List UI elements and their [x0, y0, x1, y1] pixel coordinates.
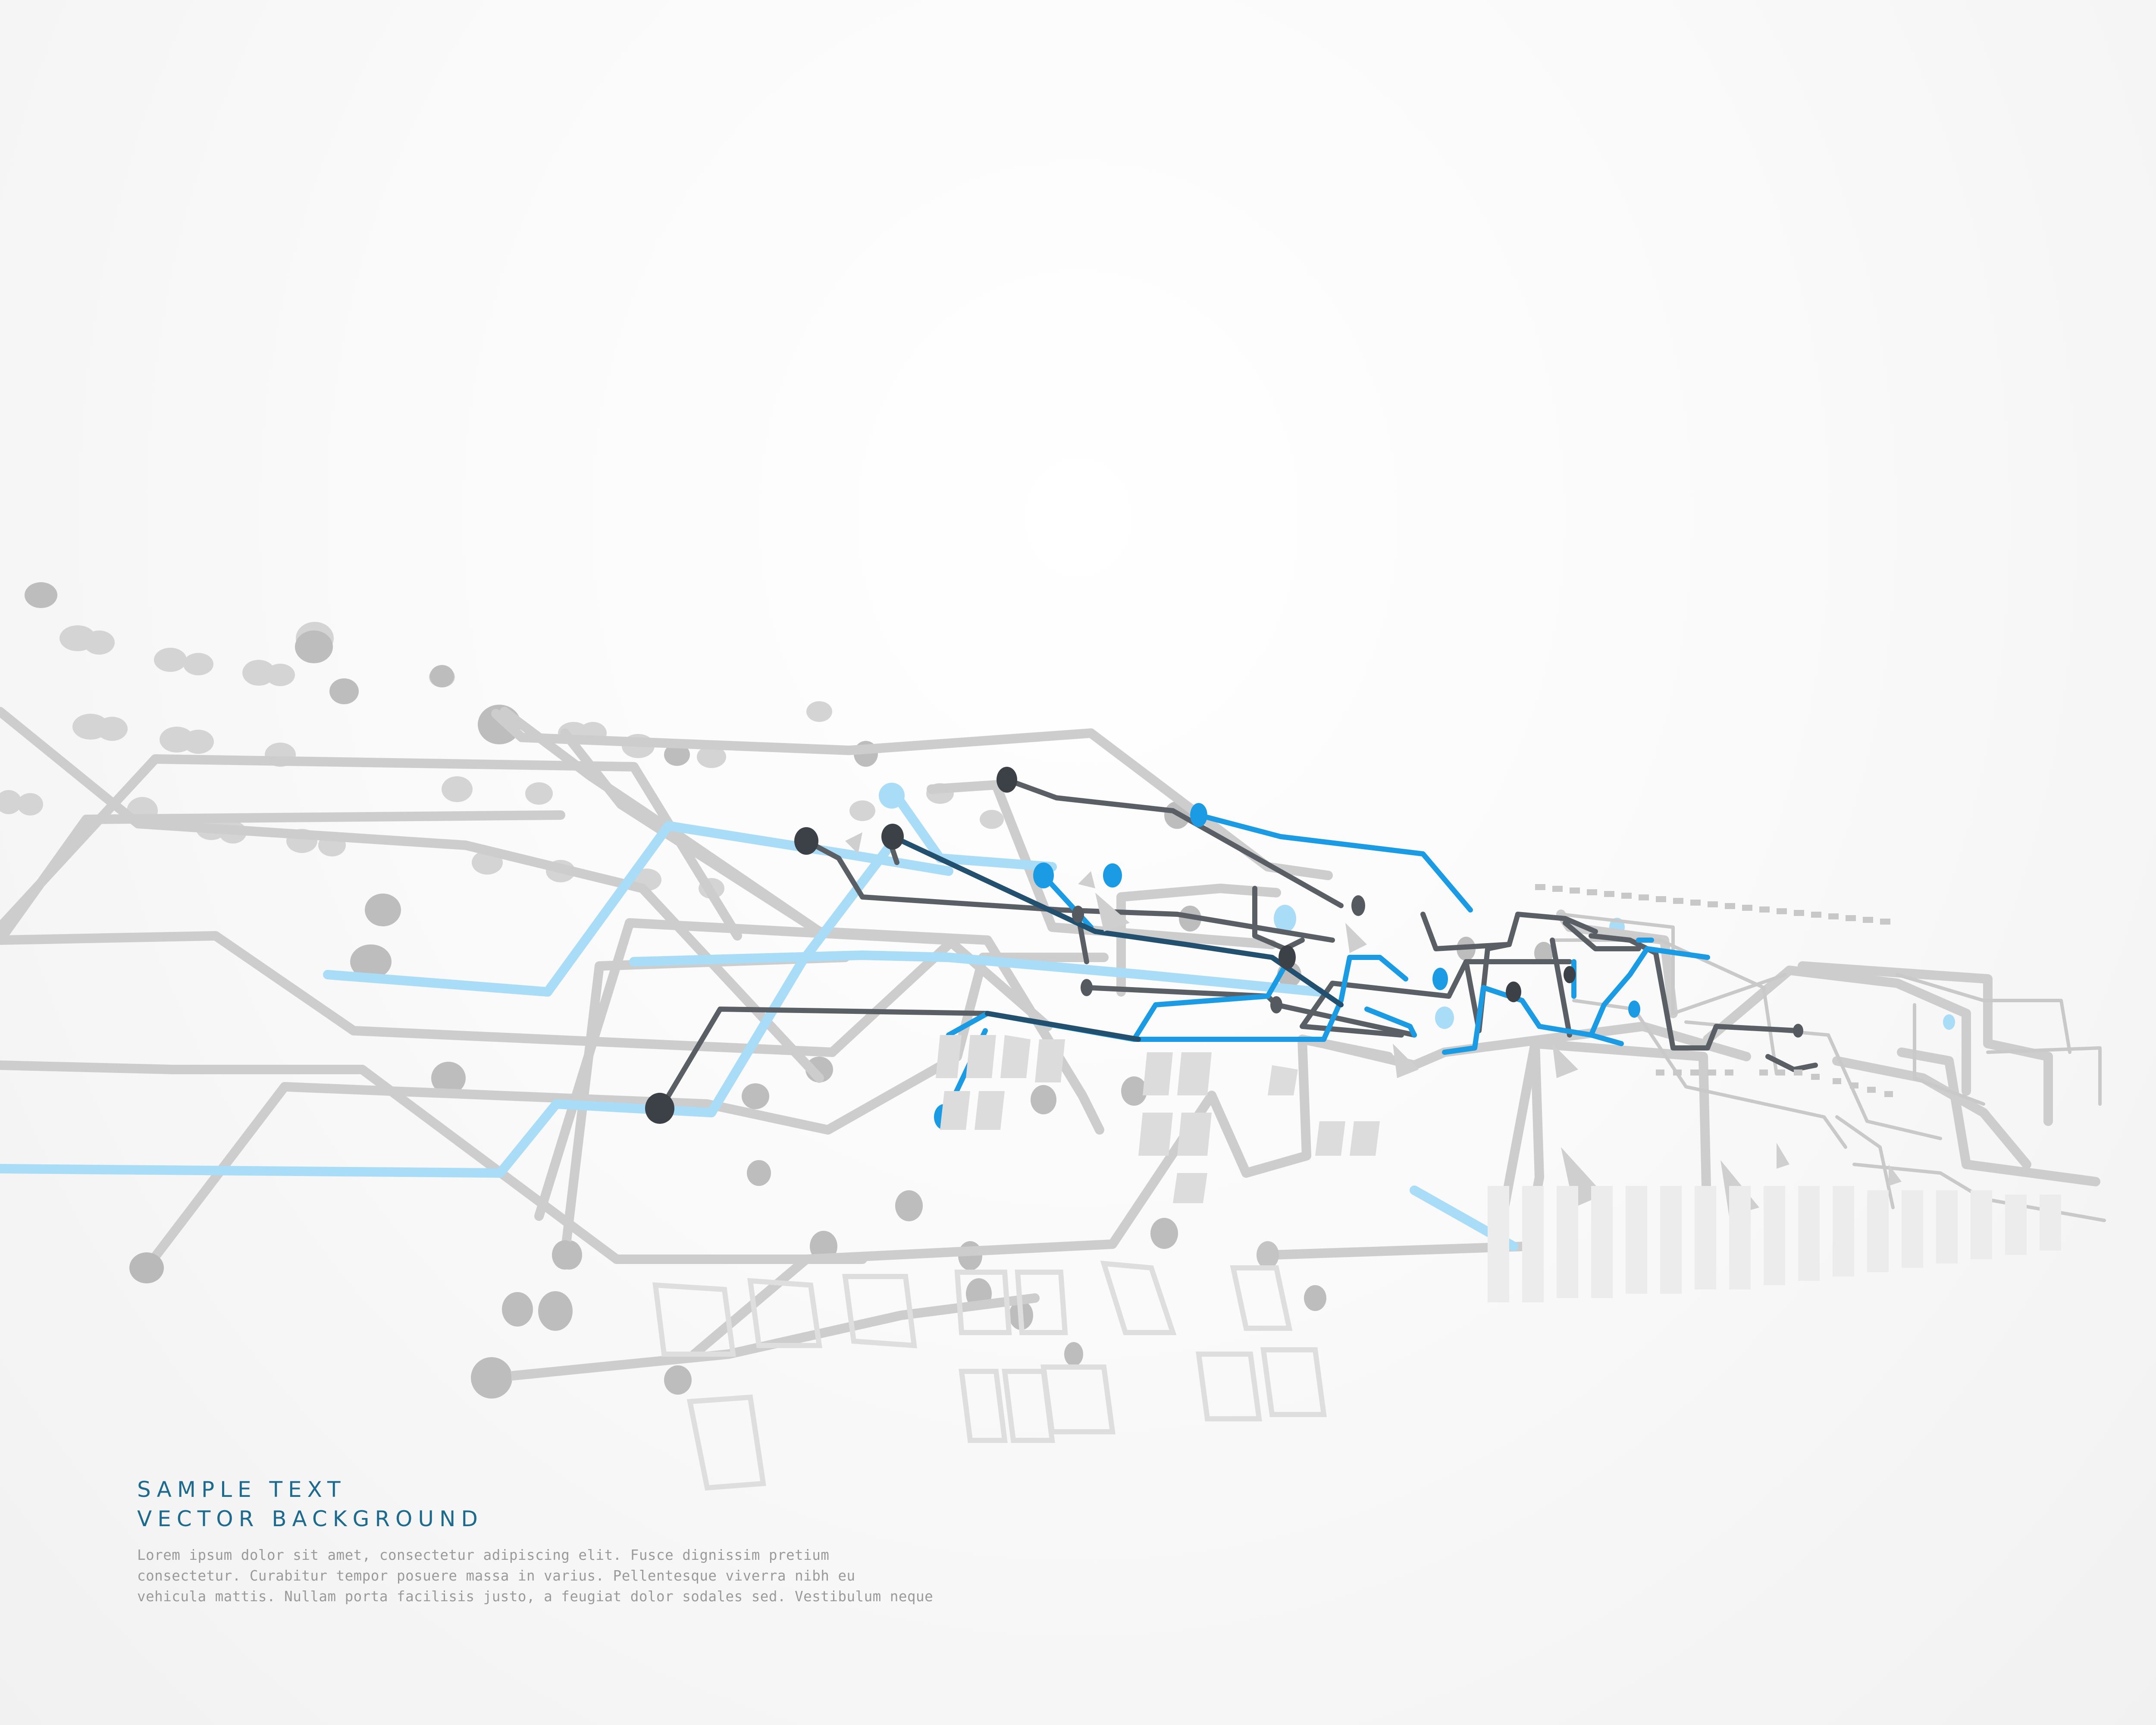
dark-gray-traces — [657, 777, 1818, 1113]
dash-marks — [1535, 884, 1893, 1097]
outline-rectangles — [652, 1261, 1327, 1491]
body-paragraph: Lorem ipsum dolor sit amet, consectetur … — [137, 1545, 1172, 1607]
heading-line-2: VECTOR BACKGROUND — [137, 1506, 483, 1531]
body-line: vehicula mattis. Nullam porta facilisis … — [137, 1588, 934, 1605]
shaded-blocks — [936, 1035, 1380, 1203]
body-line: Lorem ipsum dolor sit amet, consectetur … — [137, 1547, 830, 1563]
text-block: SAMPLE TEXT VECTOR BACKGROUND Lorem ipsu… — [137, 1475, 1172, 1607]
dark-blue-traces — [890, 834, 1344, 1042]
circuit-nodes — [129, 767, 1803, 1398]
receding-bars — [1488, 1186, 2061, 1302]
body-line: consectetur. Curabitur tempor posuere ma… — [137, 1568, 856, 1584]
heading-line-1: SAMPLE TEXT — [137, 1477, 346, 1502]
